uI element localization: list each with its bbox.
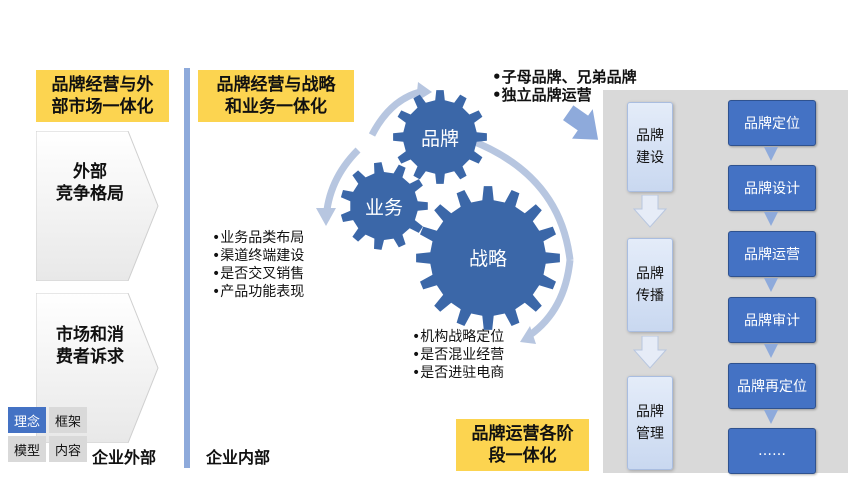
chevron-external-competition <box>36 131 159 281</box>
legend-model: 模型 <box>8 436 46 462</box>
chevron-market-consumer-label: 市场和消 费者诉求 <box>56 325 124 367</box>
arrow-down-icon <box>632 195 668 228</box>
business-bullet: 产品功能表现 <box>212 283 304 301</box>
gear-strategy-label: 战略 <box>469 248 507 270</box>
step-box: 品牌再定位 <box>728 363 816 409</box>
label-enterprise-internal: 企业内部 <box>206 448 271 467</box>
arrowhead-icon <box>520 326 536 344</box>
middle-header: 品牌经营与战略 和业务一体化 <box>198 70 354 122</box>
cycle-arrow-icon <box>368 88 422 137</box>
gear-business-icon <box>340 162 428 250</box>
business-bullet: 业务品类布局 <box>212 229 304 247</box>
business-bullet: 是否交叉销售 <box>212 265 304 283</box>
step-column: 品牌定位 品牌设计 品牌运营 品牌审计 品牌再定位 …… <box>728 100 816 474</box>
cycle-arrow-icon <box>468 136 574 261</box>
chevron-external-competition-label: 外部 竞争格局 <box>56 162 124 204</box>
step-box: …… <box>728 428 816 474</box>
arrow-down-icon <box>632 336 668 369</box>
step-box: 品牌设计 <box>728 165 816 211</box>
label-enterprise-external: 企业外部 <box>92 448 157 467</box>
brand-bullets: 子母品牌、兄弟品牌 独立品牌运营 <box>492 68 637 104</box>
gear-strategy-icon <box>416 186 560 330</box>
step-arrow-icon <box>764 278 778 292</box>
legend-framework: 框架 <box>49 407 87 433</box>
legend-concept: 理念 <box>8 407 46 433</box>
chevron-market-consumer <box>36 293 159 443</box>
business-bullet: 渠道终端建设 <box>212 247 304 265</box>
arrowhead-icon <box>316 208 336 226</box>
gear-cluster: 品牌 业务 战略 <box>316 82 574 344</box>
step-box: 品牌定位 <box>728 100 816 146</box>
gear-shape <box>416 186 560 330</box>
business-bullets: 业务品类布局 渠道终端建设 是否交叉销售 产品功能表现 <box>212 229 304 301</box>
strategy-bullet: 是否混业经营 <box>412 346 504 364</box>
strategy-bullet: 是否进驻电商 <box>412 364 504 382</box>
arrow-down-right-icon <box>563 105 599 140</box>
brand-bullet: 子母品牌、兄弟品牌 <box>492 68 637 86</box>
strategy-bullets: 机构战略定位 是否混业经营 是否进驻电商 <box>412 328 504 382</box>
gear-shape <box>340 162 428 250</box>
left-header: 品牌经营与外 部市场一体化 <box>36 70 169 122</box>
stage-manage: 品牌 管理 <box>627 376 673 470</box>
stage-build: 品牌 建设 <box>627 102 673 192</box>
step-box: 品牌运营 <box>728 231 816 277</box>
step-arrow-icon <box>764 344 778 358</box>
right-footer: 品牌运营各阶 段一体化 <box>456 419 589 471</box>
step-arrow-icon <box>764 410 778 424</box>
step-box: 品牌审计 <box>728 297 816 343</box>
gear-business-label: 业务 <box>365 197 403 219</box>
cycle-arrow-icon <box>527 259 574 338</box>
stage-communicate: 品牌 传播 <box>627 238 673 332</box>
step-arrow-icon <box>764 212 778 226</box>
legend-grid: 理念 框架 模型 内容 <box>8 407 88 463</box>
step-arrow-icon <box>764 147 778 161</box>
vertical-divider <box>184 68 190 468</box>
strategy-bullet: 机构战略定位 <box>412 328 504 346</box>
gear-brand-icon <box>393 90 487 184</box>
brand-bullet: 独立品牌运营 <box>492 86 637 104</box>
legend-content: 内容 <box>49 436 87 462</box>
gear-shape <box>393 90 487 184</box>
gear-brand-label: 品牌 <box>421 128 459 150</box>
